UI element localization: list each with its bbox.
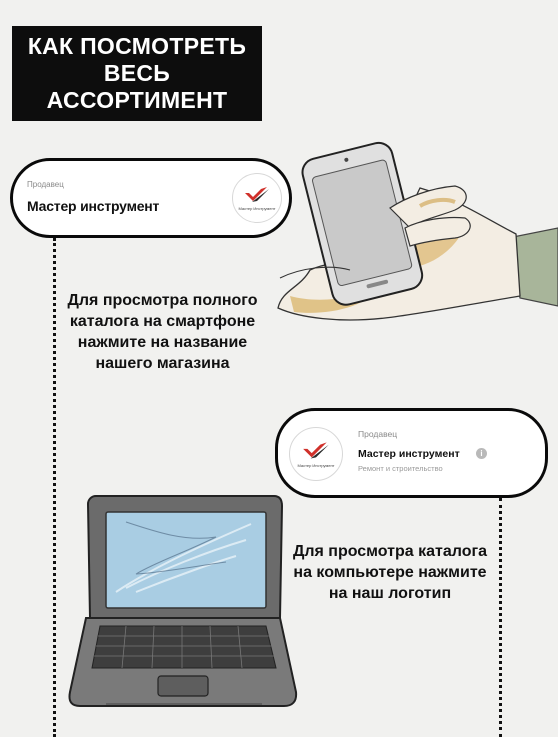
logo-caption: Мастер Инструмент — [297, 463, 335, 468]
mobile-seller-card[interactable]: Продавец Мастер инструмент Мастер Инстру… — [10, 158, 292, 238]
brand-logo-icon — [245, 187, 269, 202]
title-line-2: ВЕСЬ — [103, 60, 171, 86]
seller-label: Продавец — [358, 429, 398, 439]
desktop-seller-card[interactable]: Мастер Инструмент Продавец Мастер инстру… — [275, 408, 548, 498]
store-name-link[interactable]: Мастер инструмент — [27, 198, 160, 214]
mobile-instruction: Для просмотра полного каталога на смартф… — [67, 292, 258, 372]
laptop-illustration — [68, 495, 298, 707]
seller-label: Продавец — [27, 180, 64, 189]
logo-caption: Мастер Инструмент — [238, 206, 276, 211]
brand-logo-icon — [303, 442, 329, 459]
store-logo[interactable]: Мастер Инструмент — [232, 173, 282, 223]
store-subtitle: Ремонт и строительство — [358, 464, 443, 473]
dotted-guide-left — [53, 238, 56, 737]
title-line-3: АССОРТИМЕНТ — [46, 87, 228, 113]
dotted-guide-right — [499, 498, 502, 737]
page-title: КАК ПОСМОТРЕТЬ ВЕСЬ АССОРТИМЕНТ — [12, 26, 262, 121]
store-logo[interactable]: Мастер Инструмент — [289, 427, 343, 481]
info-icon[interactable]: i — [476, 448, 487, 459]
title-line-1: КАК ПОСМОТРЕТЬ — [27, 33, 247, 59]
store-name-link[interactable]: Мастер инструмент — [358, 448, 460, 460]
desktop-instruction: Для просмотра каталога на компьютере наж… — [292, 543, 488, 602]
phone-in-hand-illustration — [277, 141, 558, 321]
